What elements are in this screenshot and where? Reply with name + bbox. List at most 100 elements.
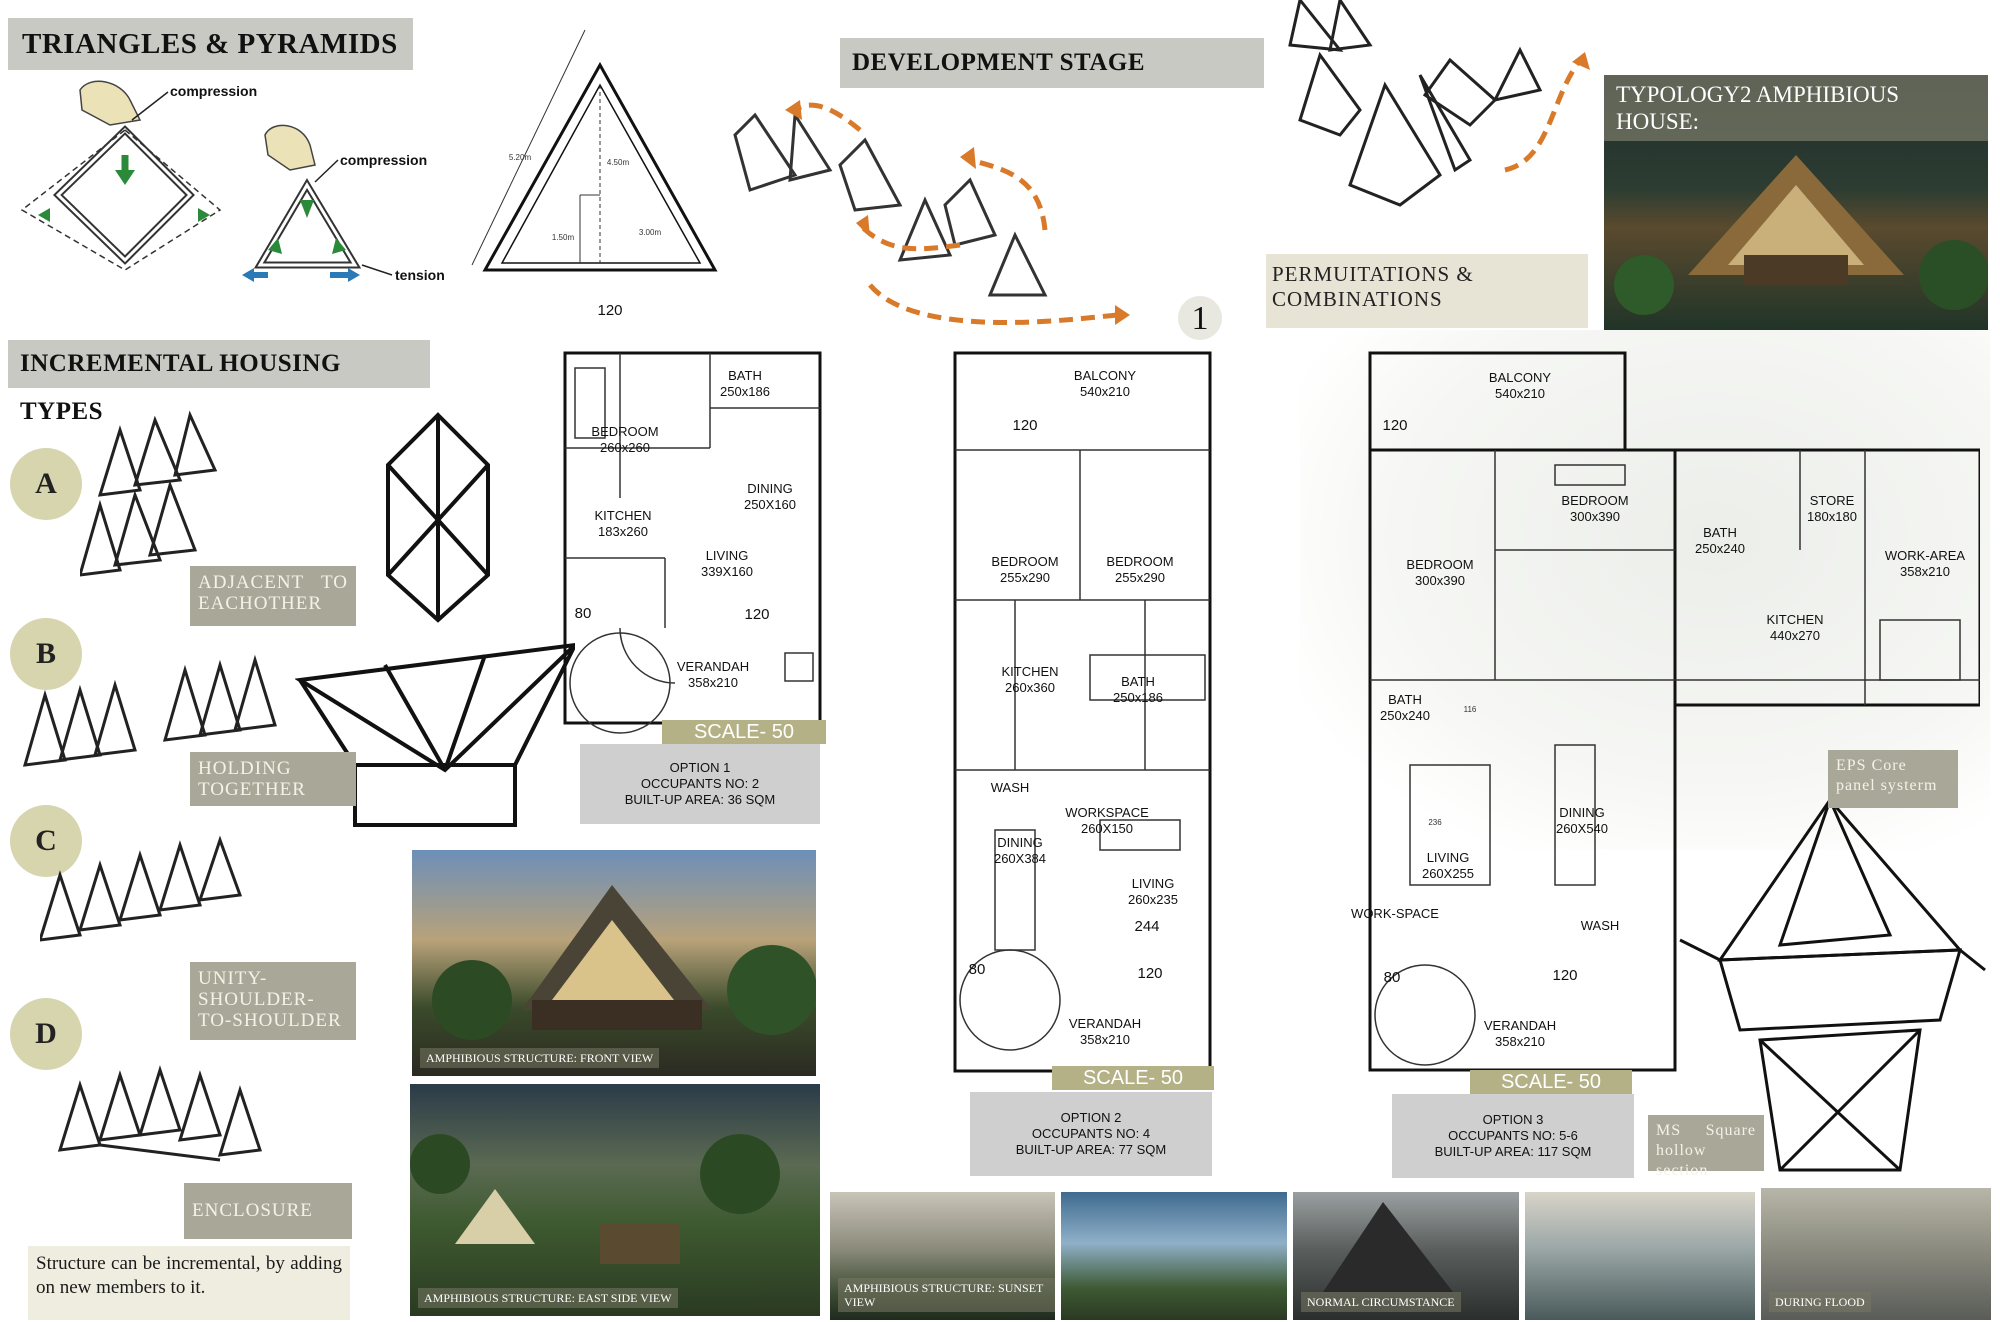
water-photo xyxy=(1525,1192,1755,1320)
plan3-bedroom2-dim: 300x390 xyxy=(1570,509,1620,524)
plan3-kitchen: KITCHEN xyxy=(1766,612,1823,627)
plan3-verandah: VERANDAH xyxy=(1484,1018,1556,1033)
type-a-plan xyxy=(386,412,490,623)
plan2-balcony-dim: 540x210 xyxy=(1080,384,1130,399)
triangle-section: 5.20m 4.50m 3.00m 1.50m xyxy=(471,29,718,272)
plan2-living: LIVING xyxy=(1132,876,1175,891)
plan1-bath-dim: 250x186 xyxy=(720,384,770,399)
force-diagram: compression compression tension xyxy=(20,80,445,283)
plan3-workspace: WORK-SPACE xyxy=(1351,906,1439,921)
structure-sketch xyxy=(1679,795,1986,1172)
plan3-balcony: BALCONY xyxy=(1489,370,1551,385)
plan1-verandah: VERANDAH xyxy=(677,659,749,674)
plan1-kitchen: KITCHEN xyxy=(594,508,651,523)
type-a-label: ADJACENT TO EACHOTHER xyxy=(190,566,356,626)
plan1-dining: DINING xyxy=(747,481,793,496)
flood-caption: DURING FLOOD xyxy=(1769,1292,1871,1312)
floor-plan-option-2: BALCONY 540x210 120 BEDROOM 255x290 BEDR… xyxy=(953,351,1212,1073)
floor-plan-option-1: 120 BATH 250x186 BEDROOM 260x260 KITCHEN… xyxy=(563,302,822,734)
type-c-label: UNITY-SHOULDER-TO-SHOULDER xyxy=(190,962,356,1040)
sunset-view-photo: AMPHIBIOUS STRUCTURE: SUNSET VIEW xyxy=(830,1192,1055,1320)
plan2-w244-dim: 244 xyxy=(1134,918,1159,935)
plan2-dining: DINING xyxy=(997,835,1043,850)
plan1-bath: BATH xyxy=(728,368,762,383)
triangles-header: TRIANGLES & PYRAMIDS xyxy=(8,18,413,70)
plan3-living-dim: 260X255 xyxy=(1422,866,1474,881)
triangle-halfbase-dim: 3.00m xyxy=(639,228,662,237)
plan3-dining-dim: 260X540 xyxy=(1556,821,1608,836)
compression-label-1: compression xyxy=(170,83,257,99)
plan1-w80-dim: 80 xyxy=(575,605,592,622)
ms-note: MS Square hollow section xyxy=(1648,1115,1764,1179)
normal-circumstance-caption: NORMAL CIRCUMSTANCE xyxy=(1301,1292,1461,1312)
plan3-scale: SCALE- 50 xyxy=(1470,1070,1632,1094)
plan2-verandah: VERANDAH xyxy=(1069,1016,1141,1031)
plan3-work-area-dim: 358x210 xyxy=(1900,564,1950,579)
front-view-caption: AMPHIBIOUS STRUCTURE: FRONT VIEW xyxy=(420,1048,660,1068)
plan1-bedroom: BEDROOM xyxy=(591,424,658,439)
plan1-living-dim: 339X160 xyxy=(701,564,753,579)
front-view-photo: AMPHIBIOUS STRUCTURE: FRONT VIEW xyxy=(412,850,816,1076)
plan3-w120-bottom-dim: 120 xyxy=(1552,967,1577,984)
triangle-side-dim: 5.20m xyxy=(509,153,532,162)
plan2-workspace-dim: 260X150 xyxy=(1081,821,1133,836)
typology-title: TYPOLOGY2 AMPHIBIOUS HOUSE: xyxy=(1604,75,1988,141)
plan3-bath1-dim: 250x240 xyxy=(1380,708,1430,723)
type-b-pyramid xyxy=(295,642,575,827)
plan2-kitchen: KITCHEN xyxy=(1001,664,1058,679)
development-header: DEVELOPMENT STAGE xyxy=(840,38,1264,88)
plan2-option-box: OPTION 2 OCCUPANTS NO: 4 BUILT-UP AREA: … xyxy=(970,1092,1212,1176)
plan3-bath2: BATH xyxy=(1703,525,1737,540)
step-number: 1 xyxy=(1192,300,1209,337)
plan1-verandah-dim: 358x210 xyxy=(688,675,738,690)
plan2-bath: BATH xyxy=(1121,674,1155,689)
plan3-w120-dim: 120 xyxy=(1382,417,1407,434)
plan3-work-area: WORK-AREA xyxy=(1885,548,1966,563)
plan3-kitchen-dim: 440x270 xyxy=(1770,628,1820,643)
plan3-bedroom1: BEDROOM xyxy=(1406,557,1473,572)
plan2-balcony: BALCONY xyxy=(1074,368,1136,383)
plan3-bedroom2: BEDROOM xyxy=(1561,493,1628,508)
plan1-area: BUILT-UP AREA: 36 SQM xyxy=(624,792,776,807)
plan3-bath1: BATH xyxy=(1388,692,1422,707)
plan3-store-dim: 180x180 xyxy=(1807,509,1857,524)
plan1-bedroom-dim: 260x260 xyxy=(600,440,650,455)
triangle-height-dim: 4.50m xyxy=(607,158,630,167)
plan2-verandah-dim: 358x210 xyxy=(1080,1032,1130,1047)
plan1-option-name: OPTION 1 xyxy=(669,760,731,775)
plan3-bedroom1-dim: 300x390 xyxy=(1415,573,1465,588)
type-a-sketch xyxy=(80,410,218,577)
plan3-w236-dim: 236 xyxy=(1428,818,1442,827)
triangle-low-dim: 1.50m xyxy=(552,233,575,242)
east-view-caption: AMPHIBIOUS STRUCTURE: EAST SIDE VIEW xyxy=(418,1288,678,1308)
sunset-view-caption: AMPHIBIOUS STRUCTURE: SUNSET VIEW xyxy=(838,1278,1055,1312)
plan3-w116-dim: 116 xyxy=(1464,705,1477,714)
plan2-scale: SCALE- 50 xyxy=(1052,1066,1214,1090)
plan2-wash: WASH xyxy=(991,780,1030,795)
type-d-label: ENCLOSURE xyxy=(184,1183,352,1239)
plan3-occupants: OCCUPANTS NO: 5-6 xyxy=(1448,1128,1578,1143)
plan1-option-box: OPTION 1 OCCUPANTS NO: 2 BUILT-UP AREA: … xyxy=(580,744,820,824)
plan2-w120-dim: 120 xyxy=(1012,417,1037,434)
eps-note: EPS Core panel systerm xyxy=(1828,750,1958,808)
type-b-badge: B xyxy=(10,618,82,690)
plan3-store: STORE xyxy=(1810,493,1855,508)
plan2-area: BUILT-UP AREA: 77 SQM xyxy=(1015,1142,1167,1157)
plan1-occupants: OCCUPANTS NO: 2 xyxy=(640,776,760,791)
compression-label-2: compression xyxy=(340,152,427,168)
plan3-dining: DINING xyxy=(1559,805,1605,820)
incremental-header: INCREMENTAL HOUSING TYPES xyxy=(8,340,430,425)
permutations-label: PERMUITATIONS & COMBINATIONS xyxy=(1266,254,1588,328)
tension-label: tension xyxy=(395,267,445,283)
plan1-dining-dim: 250X160 xyxy=(744,497,796,512)
normal-circumstance-photo: NORMAL CIRCUMSTANCE xyxy=(1293,1192,1519,1320)
plan3-bath2-dim: 250x240 xyxy=(1695,541,1745,556)
plan2-kitchen-dim: 260x360 xyxy=(1005,680,1055,695)
plan3-verandah-dim: 358x210 xyxy=(1495,1034,1545,1049)
plan3-option-box: OPTION 3 OCCUPANTS NO: 5-6 BUILT-UP AREA… xyxy=(1392,1094,1634,1178)
plan2-bedroom2-dim: 255x290 xyxy=(1115,570,1165,585)
plan3-living: LIVING xyxy=(1427,850,1470,865)
plan2-bedroom1-dim: 255x290 xyxy=(1000,570,1050,585)
plan3-balcony-dim: 540x210 xyxy=(1495,386,1545,401)
type-d-sketch xyxy=(57,1065,263,1162)
